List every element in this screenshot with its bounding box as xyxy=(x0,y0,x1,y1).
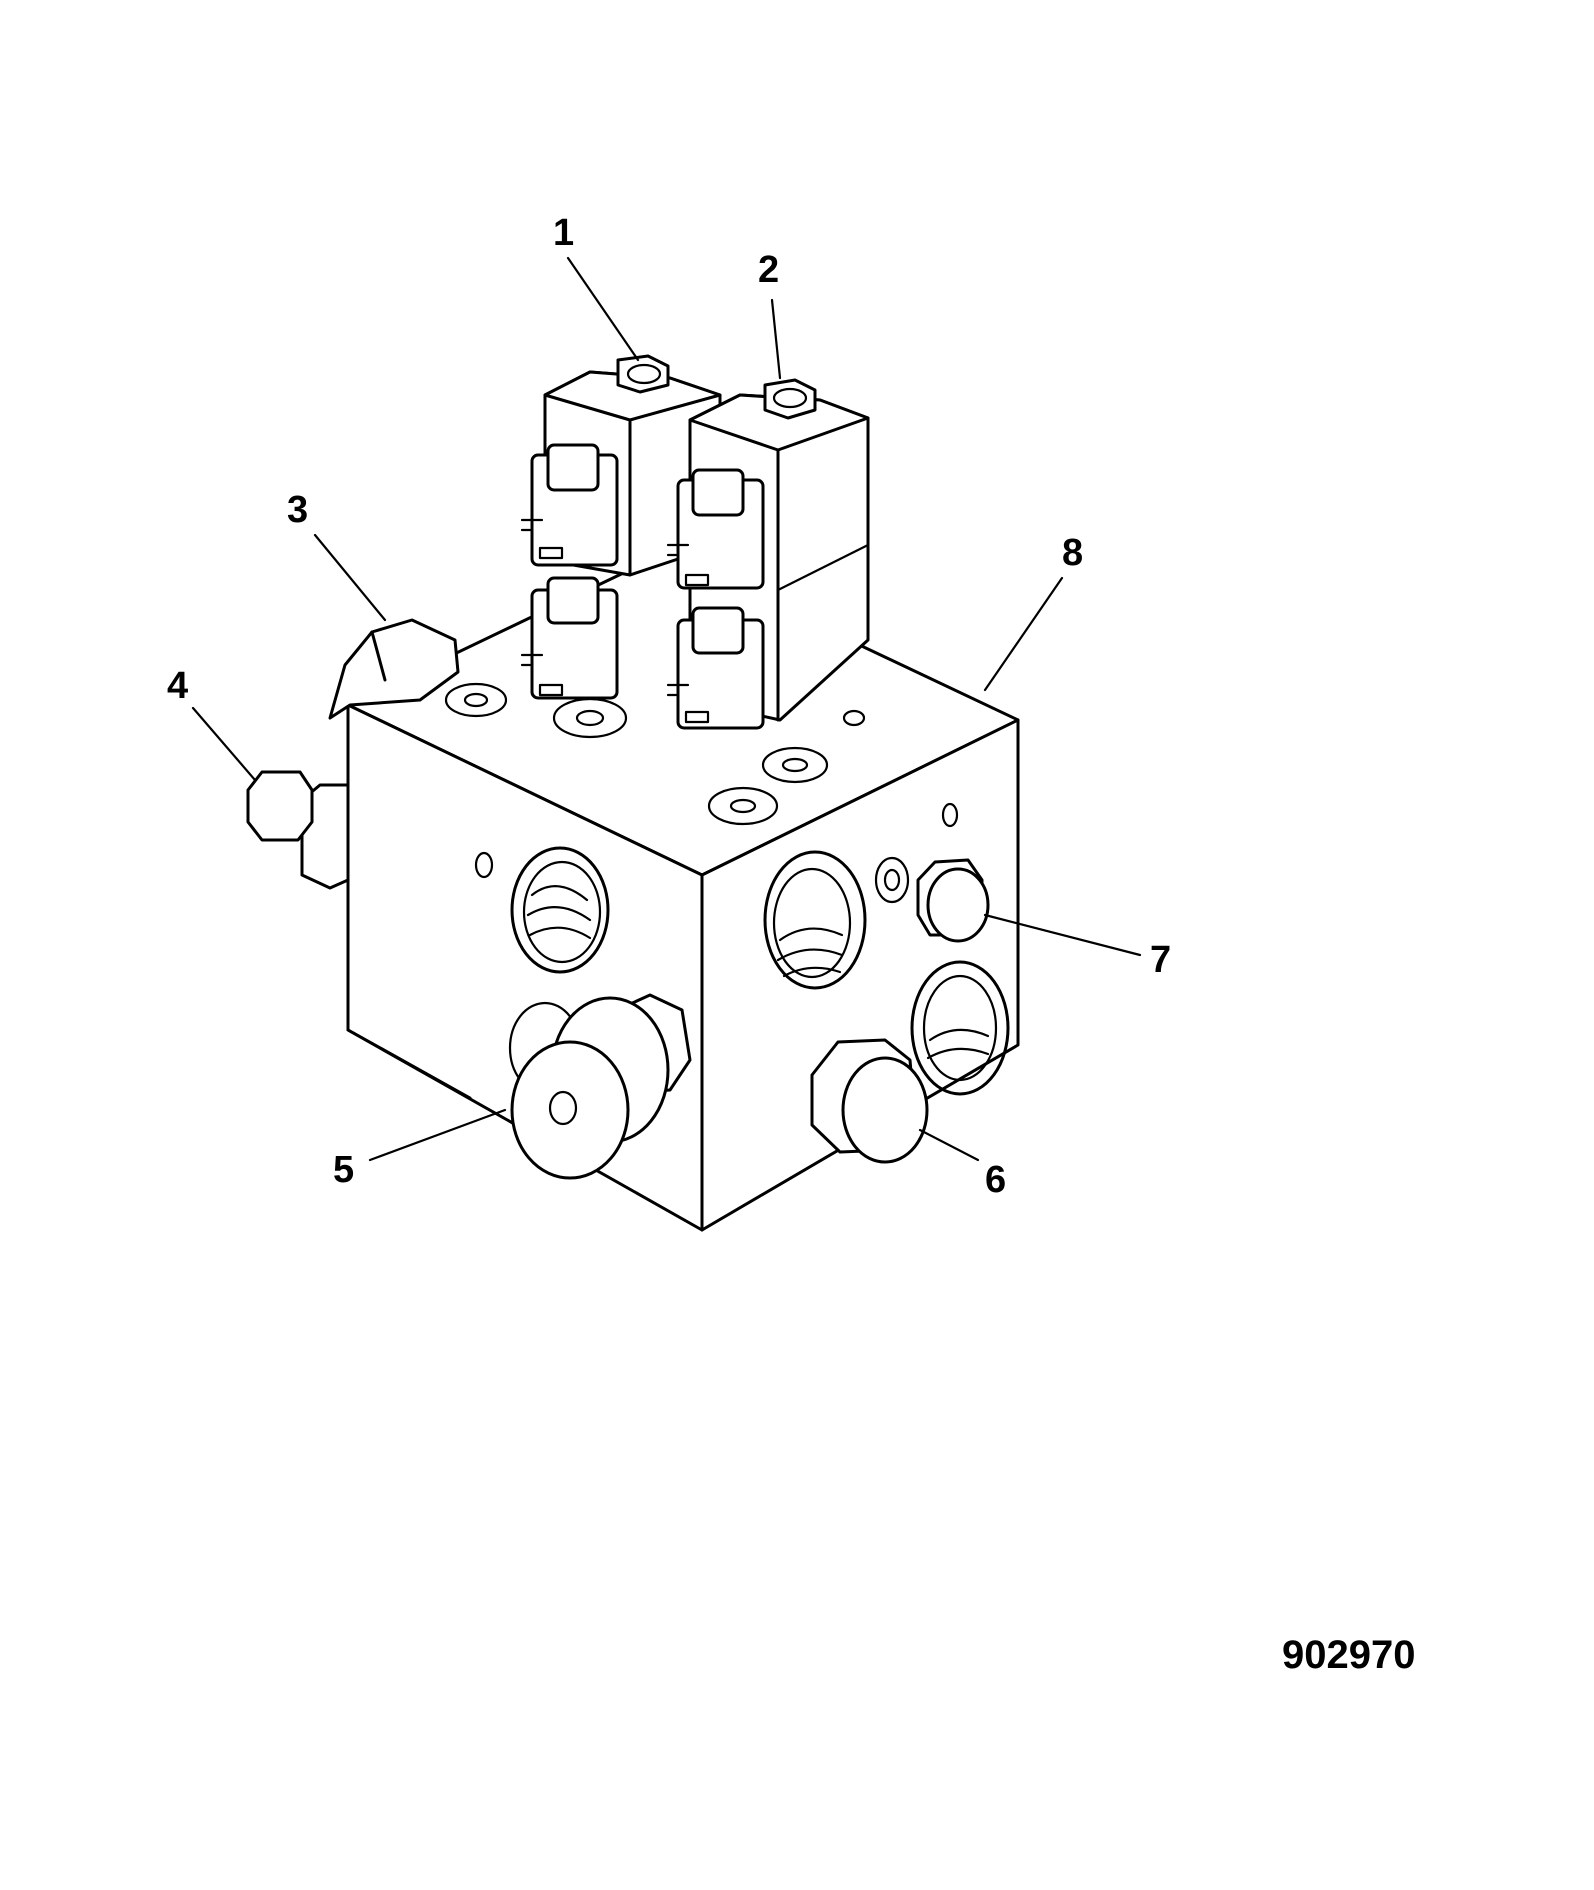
coil-connectors xyxy=(520,443,765,730)
callout-5: 5 xyxy=(333,1149,354,1191)
block-right-face xyxy=(700,718,1020,1232)
callout-8: 8 xyxy=(1062,532,1083,574)
callout-4: 4 xyxy=(167,665,188,707)
callout-3: 3 xyxy=(287,489,308,531)
callout-2: 2 xyxy=(758,249,779,291)
left-face-ports xyxy=(474,846,610,974)
plug-6 xyxy=(810,1038,929,1164)
fitting-4 xyxy=(246,770,350,890)
callout-6: 6 xyxy=(985,1159,1006,1201)
right-face-ports xyxy=(763,802,1010,1096)
callout-1: 1 xyxy=(553,212,574,254)
plug-7 xyxy=(916,858,990,943)
cartridge-3 xyxy=(328,618,460,720)
callout-7: 7 xyxy=(1150,939,1171,981)
leader-lines xyxy=(191,256,1142,1162)
cartridge-5 xyxy=(508,993,692,1180)
figure-id: 902970 xyxy=(1282,1633,1415,1677)
callout-labels: 1 2 3 4 5 6 7 8 xyxy=(167,212,1171,1201)
